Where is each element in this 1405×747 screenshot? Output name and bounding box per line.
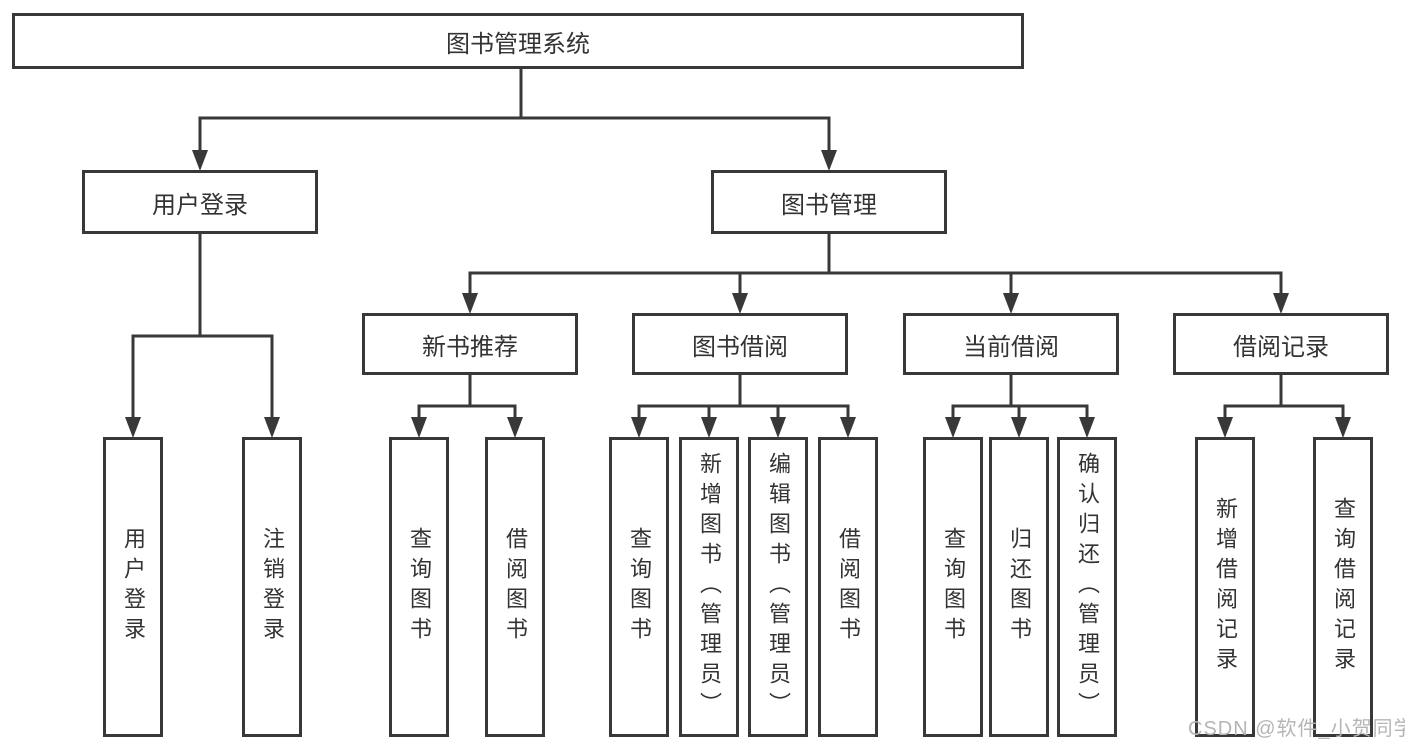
leaf-borrow-query-books: 查询图书 — [609, 437, 669, 737]
arrowhead — [770, 417, 786, 438]
node-label: 新书推荐 — [422, 333, 518, 361]
connector-book-management-children — [462, 232, 1289, 314]
node-book-management: 图书管理 — [711, 170, 947, 234]
connector-new-book-recommend-children — [411, 373, 523, 438]
node-label: 借阅图书 — [836, 527, 861, 647]
node-label: 借阅图书 — [503, 527, 528, 647]
arrowhead — [411, 417, 427, 438]
node-label: 确认归还（管理员） — [1075, 452, 1100, 722]
arrowhead — [462, 293, 478, 314]
arrowhead — [1273, 293, 1289, 314]
leaf-logout: 注销登录 — [242, 437, 302, 737]
node-root-system: 图书管理系统 — [12, 13, 1024, 69]
arrowhead — [840, 417, 856, 438]
leaf-records-query-record: 查询借阅记录 — [1313, 437, 1373, 737]
leaf-borrow-edit-books-admin: 编辑图书（管理员） — [748, 437, 808, 737]
connector-current-borrow-children — [945, 373, 1095, 438]
node-label: 用户登录 — [121, 527, 146, 647]
leaf-current-return-books: 归还图书 — [989, 437, 1049, 737]
node-label: 新增借阅记录 — [1213, 497, 1238, 677]
node-borrow-records: 借阅记录 — [1173, 313, 1389, 375]
arrowhead — [264, 417, 280, 438]
leaf-recommend-query-books: 查询图书 — [389, 437, 449, 737]
arrowhead — [945, 417, 961, 438]
arrowhead — [701, 417, 717, 438]
connector-user-login-children — [125, 232, 280, 438]
node-label: 新增图书（管理员） — [697, 452, 722, 722]
arrowhead — [1335, 417, 1351, 438]
arrowhead — [821, 150, 837, 171]
connector-borrow-records-children — [1217, 373, 1351, 438]
arrowhead — [1011, 417, 1027, 438]
node-label: 查询图书 — [941, 527, 966, 647]
node-book-borrow: 图书借阅 — [632, 313, 848, 375]
arrowhead — [192, 150, 208, 171]
node-label: 借阅记录 — [1233, 333, 1329, 361]
arrowhead — [1079, 417, 1095, 438]
node-user-login: 用户登录 — [82, 170, 318, 234]
leaf-current-confirm-return-admin: 确认归还（管理员） — [1057, 437, 1117, 737]
node-label: 图书借阅 — [692, 333, 788, 361]
leaf-borrow-add-books-admin: 新增图书（管理员） — [679, 437, 739, 737]
node-label: 归还图书 — [1007, 527, 1032, 647]
node-new-book-recommend: 新书推荐 — [362, 313, 578, 375]
csdn-watermark: CSDN @软件_小贺同学 — [1188, 718, 1405, 740]
arrowhead — [507, 417, 523, 438]
arrowhead — [631, 417, 647, 438]
leaf-user-login: 用户登录 — [103, 437, 163, 737]
leaf-current-query-books: 查询图书 — [923, 437, 983, 737]
node-label: 用户登录 — [152, 191, 248, 219]
arrowhead — [732, 293, 748, 314]
connector-root-to-level2 — [192, 65, 837, 171]
node-label: 编辑图书（管理员） — [766, 452, 791, 722]
arrowhead — [125, 417, 141, 438]
node-label: 注销登录 — [260, 527, 285, 647]
node-label: 查询图书 — [627, 527, 652, 647]
node-label: 图书管理系统 — [446, 30, 590, 58]
node-label: 查询借阅记录 — [1331, 497, 1356, 677]
node-label: 图书管理 — [781, 191, 877, 219]
leaf-recommend-borrow-books: 借阅图书 — [485, 437, 545, 737]
node-current-borrow: 当前借阅 — [903, 313, 1119, 375]
connector-book-borrow-children — [631, 373, 856, 438]
node-label: 查询图书 — [407, 527, 432, 647]
arrowhead — [1003, 293, 1019, 314]
arrowhead — [1217, 417, 1233, 438]
node-label: 当前借阅 — [963, 333, 1059, 361]
leaf-records-add-record: 新增借阅记录 — [1195, 437, 1255, 737]
leaf-borrow-borrow-books: 借阅图书 — [818, 437, 878, 737]
